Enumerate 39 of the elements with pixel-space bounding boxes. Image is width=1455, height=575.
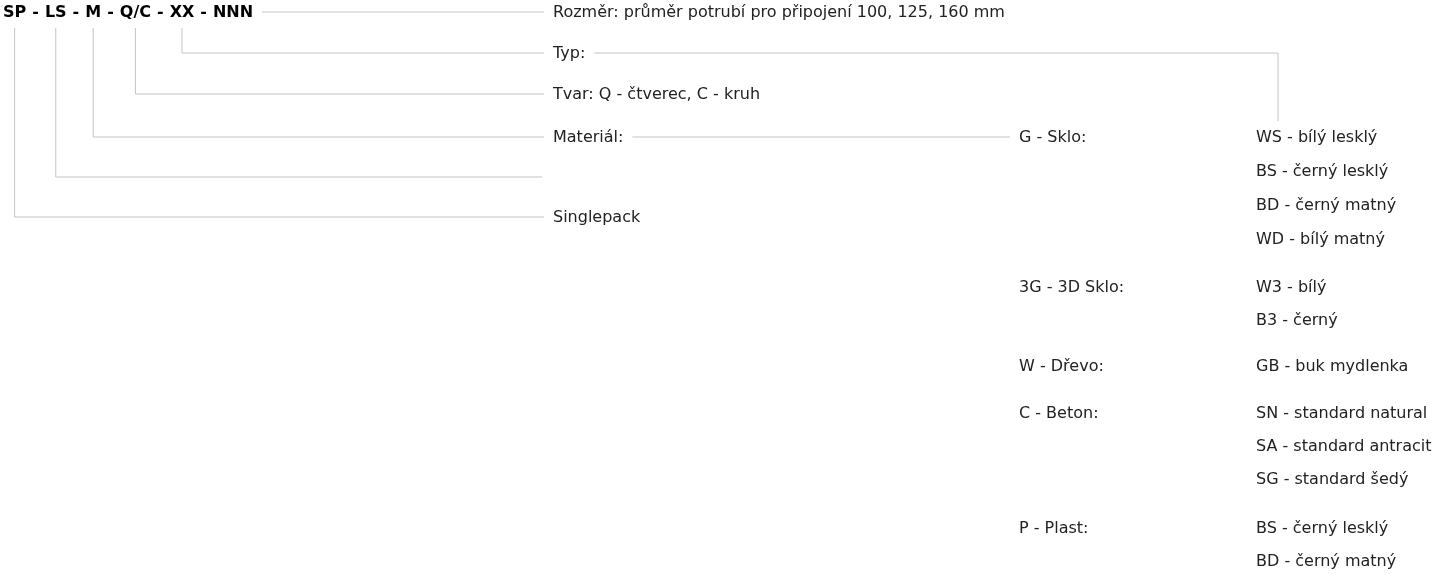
finish-label: W3 - bílý — [1256, 276, 1327, 298]
code-description: Typ: — [553, 42, 586, 64]
material-label: P - Plast: — [1019, 517, 1089, 539]
code-description: Materiál: — [553, 126, 624, 148]
separator-dash: - — [107, 1, 114, 23]
finish-label: SA - standard antracit — [1256, 435, 1432, 457]
material-label: 3G - 3D Sklo: — [1019, 276, 1125, 298]
code-part-label: NNN — [212, 1, 254, 23]
separator-dash: - — [72, 1, 80, 23]
leader-line — [55, 27, 543, 178]
separator-dash: - — [32, 1, 39, 23]
finish-label: SN - standard natural — [1256, 402, 1428, 424]
material-label: W - Dřevo: — [1019, 355, 1104, 377]
code-part-label: LS — [44, 1, 67, 23]
finish-label: BD - černý matný — [1256, 194, 1397, 216]
code-part-label: Q/C — [119, 1, 151, 23]
finish-label: WS - bílý lesklý — [1256, 126, 1378, 148]
leader-line — [92, 27, 545, 138]
separator-dash: - — [200, 1, 207, 23]
material-label: G - Sklo: — [1019, 126, 1087, 148]
finish-label: BS - černý lesklý — [1256, 160, 1389, 182]
leader-line — [181, 27, 545, 54]
finish-label: BS - černý lesklý — [1256, 517, 1389, 539]
finish-label: GB - buk mydlenka — [1256, 355, 1409, 377]
separator-dash: - — [157, 1, 164, 23]
finish-label: BD - černý matný — [1256, 550, 1397, 572]
material-label: C - Beton: — [1019, 402, 1099, 424]
code-description: Singlepack — [553, 206, 641, 228]
finish-label: SG - standard šedý — [1256, 468, 1409, 490]
code-part-label: M — [85, 1, 102, 23]
leader-line — [14, 27, 545, 218]
leader-line — [134, 27, 545, 95]
finish-label: B3 - černý — [1256, 309, 1338, 331]
code-description: Tvar: Q - čtverec, C - kruh — [553, 83, 761, 105]
finish-label: WD - bílý matný — [1256, 228, 1385, 250]
leader-line — [593, 52, 1279, 122]
code-part-label: XX — [169, 1, 195, 23]
code-description: Rozměr: průměr potrubí pro připojení 100, 125, 160 mm — [553, 1, 1005, 23]
code-part-label: SP — [3, 1, 27, 23]
